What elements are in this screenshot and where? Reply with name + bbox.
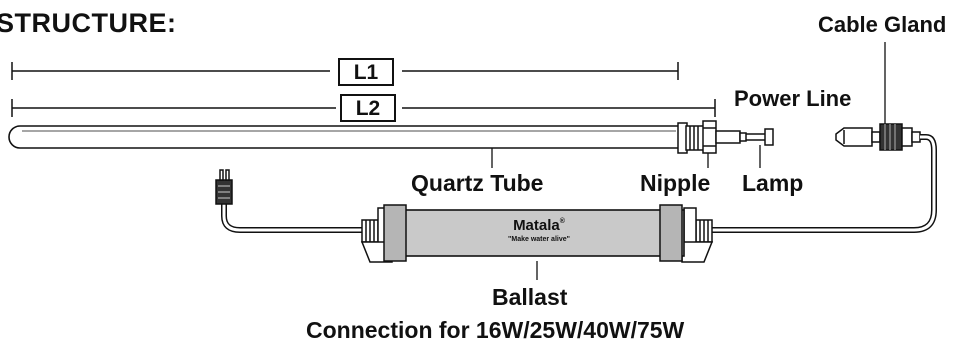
dimension-l1-line — [11, 62, 679, 80]
dimension-l2-label: L2 — [340, 94, 396, 122]
power-plug — [215, 169, 233, 205]
nipple-label: Nipple — [640, 170, 711, 196]
quartz-tube-label: Quartz Tube — [411, 170, 544, 196]
leader-lines — [491, 42, 886, 168]
dimension-l1-label: L1 — [338, 58, 394, 86]
cable-gland-label: Cable Gland — [818, 12, 947, 37]
brand-registered-mark: ® — [559, 218, 565, 225]
ballast-body — [389, 209, 685, 257]
quartz-tube — [8, 125, 683, 149]
ballast-input-cable — [221, 202, 372, 233]
dimension-l2-line — [11, 99, 716, 117]
power-line-label: Power Line — [734, 86, 852, 111]
lamp-label: Lamp — [742, 170, 804, 196]
ballast-end-caps — [383, 204, 683, 262]
ballast-label: Ballast — [492, 284, 568, 310]
nipple — [677, 120, 717, 154]
ballast-right-fitting — [681, 207, 714, 263]
cable-gland — [879, 123, 921, 151]
ballast-brand-slogan: "Make water alive" — [508, 236, 570, 243]
lamp-end — [715, 128, 774, 146]
diagram-heading: STRUCTURE: — [0, 8, 177, 38]
ballast-brand-logo: Matala® — [484, 218, 594, 233]
connection-caption: Connection for 16W/25W/40W/75W — [306, 317, 685, 343]
power-line-connector — [835, 127, 881, 147]
brand-name: Matala — [513, 217, 560, 234]
